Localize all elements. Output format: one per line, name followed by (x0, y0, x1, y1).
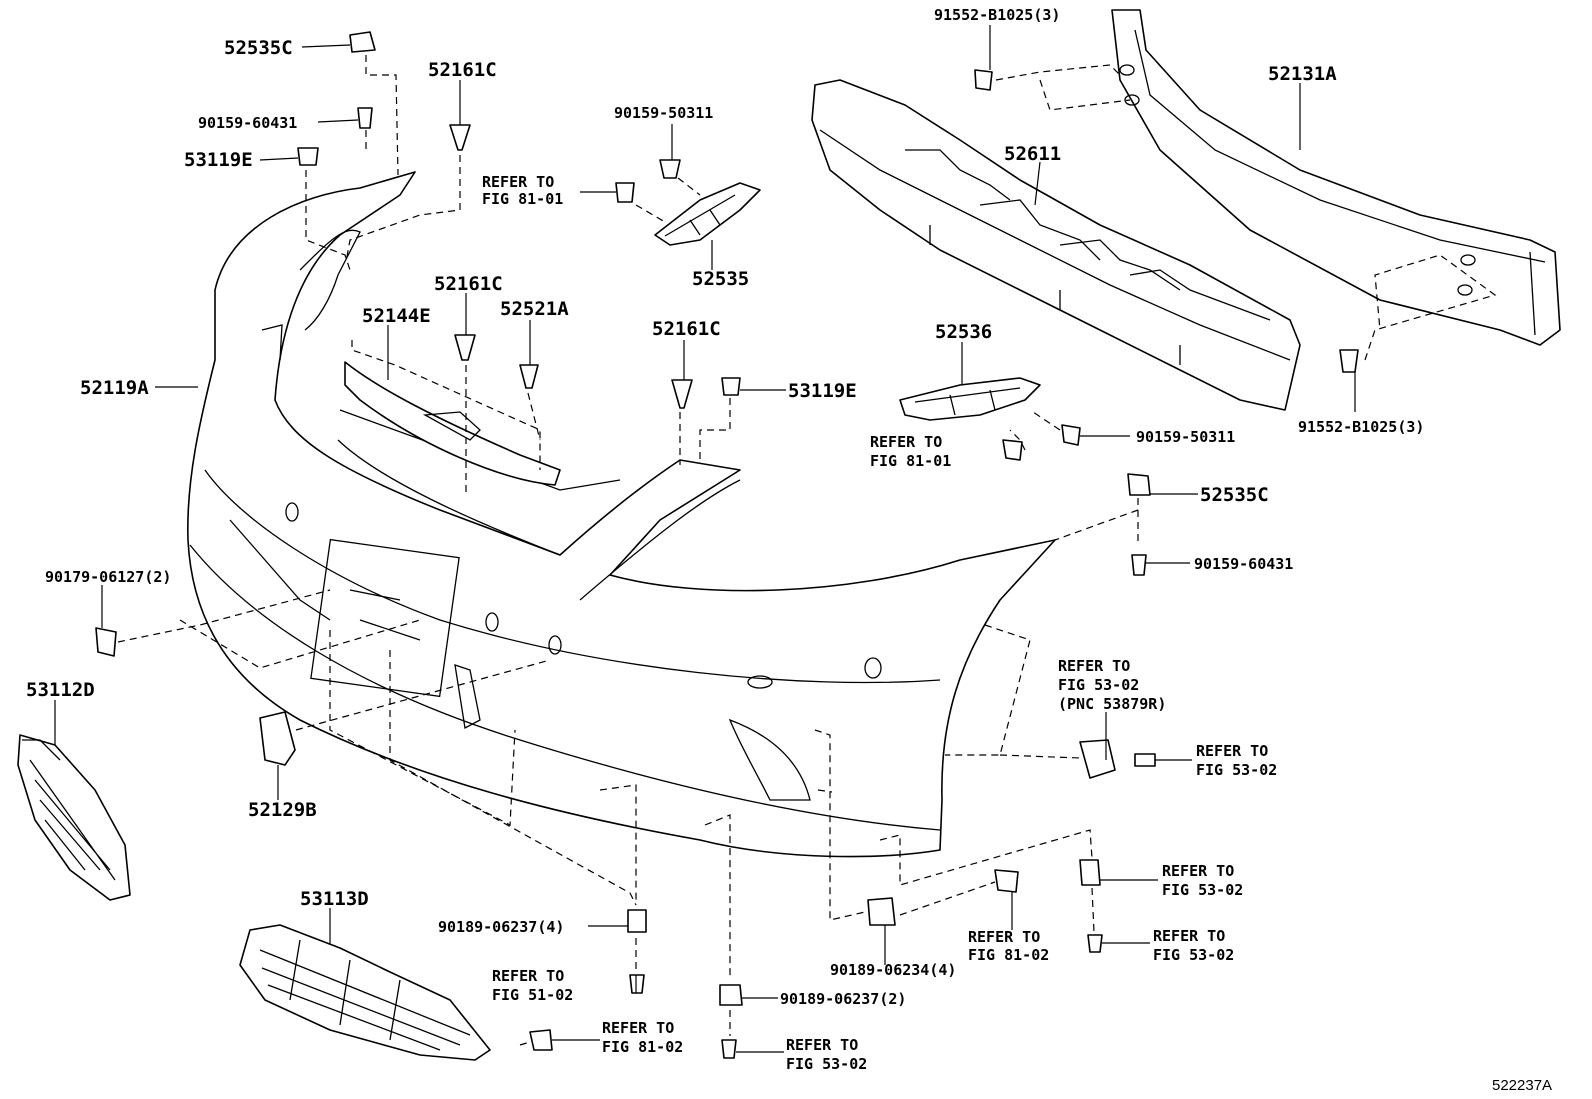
screw-refer-53-02-c (1087, 934, 1103, 953)
clip-52521a (519, 364, 539, 389)
label-53119e-right: 53119E (788, 380, 857, 402)
grille-53113d (239, 924, 491, 1061)
refer-fig-53-02-c-line1: REFER TO (1153, 927, 1225, 945)
label-90179-06127: 90179-06127(2) (45, 568, 171, 586)
leader-lines (54, 25, 1356, 1053)
bracket-52536 (899, 377, 1041, 421)
screw-refer-51-02 (629, 974, 645, 994)
bolt-refer-81-01-mid (1002, 439, 1023, 461)
label-52536: 52536 (935, 321, 992, 343)
label-52119a: 52119A (80, 377, 149, 399)
pin-53119e-right (721, 377, 741, 396)
label-52161c-right: 52161C (652, 318, 721, 340)
refer-fig-51-02-line1: REFER TO (492, 967, 564, 985)
clip-90179-06127 (95, 627, 117, 657)
refer-fig-81-01-mid-line2: FIG 81-01 (870, 452, 951, 470)
refer-fig-81-01-top-line2: FIG 81-01 (482, 190, 563, 208)
label-52131a: 52131A (1268, 63, 1337, 85)
refer-fig-51-02-line2: FIG 51-02 (492, 986, 573, 1004)
refer-fig-81-02-a-line1: REFER TO (968, 928, 1040, 946)
label-52129b: 52129B (248, 799, 317, 821)
label-52535: 52535 (692, 268, 749, 290)
bumper-cover-52119a (187, 171, 1056, 858)
refer-fig-53-02-pnc-line1: REFER TO (1058, 657, 1130, 675)
label-90189-06237-4: 90189-06237(4) (438, 918, 564, 936)
label-90189-06237-2: 90189-06237(2) (780, 990, 906, 1008)
refer-fig-81-02-b-line1: REFER TO (602, 1019, 674, 1037)
label-90159-50311-right: 90159-50311 (1136, 428, 1235, 446)
label-91552-b1025-top: 91552-B1025(3) (934, 6, 1060, 24)
refer-fig-53-02-a-line2: FIG 53-02 (1196, 761, 1277, 779)
label-53113d: 53113D (300, 888, 369, 910)
refer-fig-81-01-mid-line1: REFER TO (870, 433, 942, 451)
screw-90159-60431-right (1131, 554, 1147, 576)
label-52144e: 52144E (362, 305, 431, 327)
label-52535c-top: 52535C (224, 37, 293, 59)
label-53119e-left: 53119E (184, 149, 253, 171)
bolt-refer-81-02-b (529, 1029, 553, 1051)
refer-fig-53-02-a-line1: REFER TO (1196, 742, 1268, 760)
bolt-refer-81-01-top (615, 182, 635, 203)
clip-52161c-right (671, 379, 693, 409)
label-52611: 52611 (1004, 143, 1061, 165)
clip-52535c-top (349, 31, 376, 53)
label-90189-06234-4: 90189-06234(4) (830, 961, 956, 979)
refer-fig-53-02-b-line1: REFER TO (1162, 862, 1234, 880)
energy-absorber-52611 (811, 79, 1301, 411)
label-91552-b1025-bottom: 91552-B1025(3) (1298, 418, 1424, 436)
part-labels: 52535C 90159-60431 53119E 52161C 90159-5… (26, 6, 1424, 1008)
clip-52535c-right (1127, 473, 1151, 496)
bolt-90159-50311-top (659, 159, 681, 179)
sensor-bracket-53879r (1079, 739, 1116, 779)
refer-labels: REFER TO FIG 81-01 REFER TO FIG 81-01 RE… (482, 173, 1277, 1073)
screw-refer-53-02-a (1134, 753, 1156, 767)
screw-refer-53-02-d (721, 1039, 737, 1059)
clip-90189-06237-4 (627, 909, 647, 933)
bracket-52535 (654, 182, 761, 246)
label-90159-60431-top: 90159-60431 (198, 114, 297, 132)
label-90159-60431-right: 90159-60431 (1194, 555, 1293, 573)
refer-fig-53-02-pnc-line3: (PNC 53879R) (1058, 695, 1166, 713)
bolt-91552-bottom (1339, 349, 1359, 373)
bumper-reinforcement-52131a (1111, 9, 1561, 346)
pin-53119e-left (297, 147, 319, 166)
clip-90189-06237-2 (719, 984, 743, 1006)
clip-52161c-top (449, 124, 471, 151)
bolt-91552-top (974, 69, 993, 91)
refer-fig-81-02-a-line2: FIG 81-02 (968, 946, 1049, 964)
refer-fig-53-02-b-line2: FIG 53-02 (1162, 881, 1243, 899)
bolt-90159-50311-right (1061, 424, 1081, 446)
bolt-refer-81-02-a (994, 869, 1019, 893)
refer-fig-53-02-c-line2: FIG 53-02 (1153, 946, 1234, 964)
label-52535c-right: 52535C (1200, 484, 1269, 506)
clip-refer-53-02-b (1079, 859, 1101, 886)
assembly-lines (117, 55, 1497, 1046)
clip-52161c-mid (454, 334, 476, 361)
label-52161c-top: 52161C (428, 59, 497, 81)
figure-id: 522237A (1492, 1077, 1552, 1094)
refer-fig-81-01-top-line1: REFER TO (482, 173, 554, 191)
label-52521a: 52521A (500, 298, 569, 320)
cap-52129b (259, 711, 296, 766)
refer-fig-53-02-d-line1: REFER TO (786, 1036, 858, 1054)
clip-90189-06234 (867, 897, 896, 926)
refer-fig-53-02-pnc-line2: FIG 53-02 (1058, 676, 1139, 694)
refer-fig-53-02-d-line2: FIG 53-02 (786, 1055, 867, 1073)
screw-90159-60431-top (357, 107, 373, 129)
grille-53112d (17, 734, 131, 901)
refer-fig-81-02-b-line2: FIG 81-02 (602, 1038, 683, 1056)
label-52161c-mid: 52161C (434, 273, 503, 295)
fasteners (95, 31, 1359, 1059)
label-90159-50311-top: 90159-50311 (614, 104, 713, 122)
label-53112d: 53112D (26, 679, 95, 701)
grille-52144e (344, 361, 561, 486)
